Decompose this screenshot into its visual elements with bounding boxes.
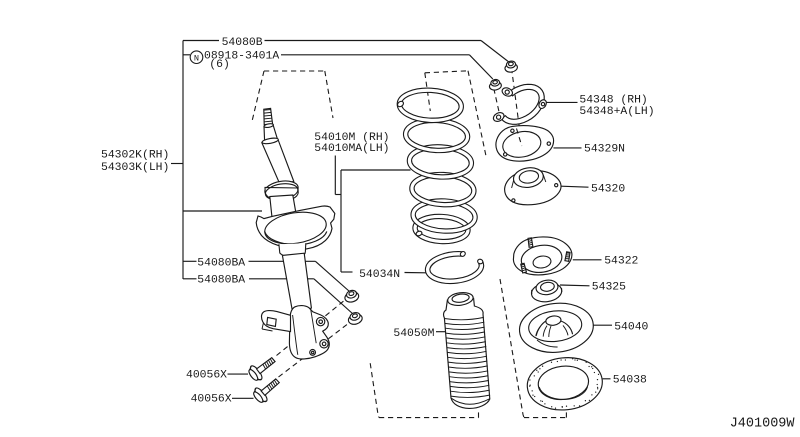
svg-text:40056X: 40056X — [186, 369, 227, 381]
svg-text:N: N — [194, 54, 199, 64]
svg-text:40056X: 40056X — [191, 394, 232, 406]
svg-text:54303K(LH): 54303K(LH) — [101, 162, 169, 174]
svg-text:54329N: 54329N — [584, 144, 625, 156]
svg-text:54010M (RH): 54010M (RH) — [314, 132, 389, 144]
svg-text:54010MA(LH): 54010MA(LH) — [314, 143, 389, 155]
svg-text:54302K(RH): 54302K(RH) — [101, 150, 169, 162]
svg-text:54038: 54038 — [613, 375, 647, 387]
svg-text:J401009W: J401009W — [730, 416, 796, 431]
svg-text:54080B: 54080B — [222, 37, 263, 49]
svg-text:54325: 54325 — [592, 282, 626, 294]
svg-text:54320: 54320 — [591, 184, 625, 196]
svg-text:08918-3401A: 08918-3401A — [204, 50, 279, 62]
svg-text:54050M: 54050M — [393, 328, 434, 340]
svg-text:54348+A(LH): 54348+A(LH) — [579, 106, 654, 118]
svg-text:54348 (RH): 54348 (RH) — [579, 95, 647, 107]
svg-text:54034N: 54034N — [359, 269, 400, 281]
svg-text:(6): (6) — [209, 59, 230, 71]
svg-text:54080BA: 54080BA — [197, 274, 245, 286]
svg-text:54322: 54322 — [604, 255, 638, 267]
svg-text:54040: 54040 — [614, 322, 648, 334]
svg-text:54080BA: 54080BA — [197, 258, 245, 270]
